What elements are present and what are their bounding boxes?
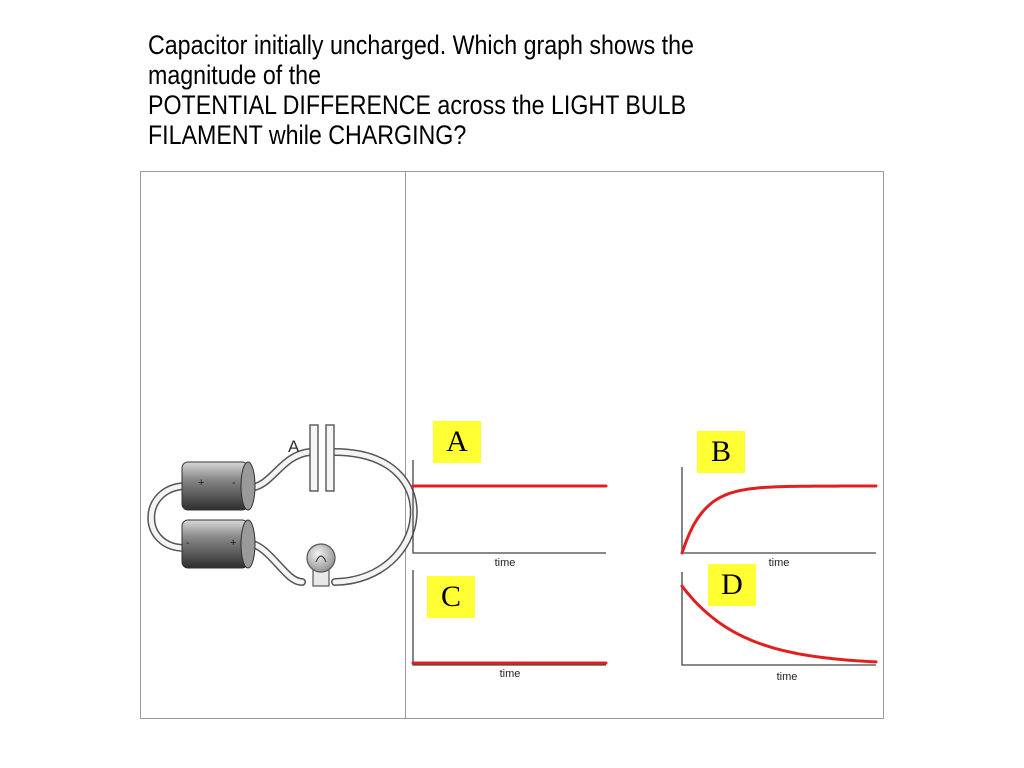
option-tag-b[interactable]: B [697,431,745,473]
graph-b-axes [681,467,876,554]
panel-divider [405,171,406,719]
capacitor-label: A [288,437,300,456]
graph-a-x-label: time [495,557,516,569]
question-text: Capacitor initially uncharged. Which gra… [148,30,767,150]
battery-bottom-plus: + [230,537,236,549]
graphs-group: time time time time [411,460,878,683]
option-tag-d[interactable]: D [708,564,756,606]
battery-bottom: - + [181,519,256,569]
graph-d-curve [680,584,878,664]
battery-top: + - [181,461,256,511]
question-line-2: magnitude of the [148,60,321,90]
graph-b: time [680,467,878,569]
graph-a: time [411,460,608,569]
figure-panel [140,171,884,719]
circuit-diagram: + - - + A [147,424,418,587]
battery-bottom-minus: - [186,537,190,549]
option-tag-c[interactable]: C [427,576,475,618]
graph-d: time [680,572,878,683]
battery-top-minus: - [232,477,236,489]
graph-c-x-label: time [500,668,521,680]
light-bulb [306,543,336,587]
graph-c: time [411,570,608,680]
graph-c-axes [412,570,606,666]
question-line-1: Capacitor initially uncharged. Which gra… [148,30,694,60]
capacitor: A [288,424,335,492]
graph-a-axes [412,460,606,554]
graph-b-x-label: time [769,557,790,569]
graph-d-x-label: time [777,671,798,683]
graph-b-curve [680,484,878,555]
option-tag-a[interactable]: A [433,421,481,463]
graph-d-axes [681,572,876,666]
question-line-3: POTENTIAL DIFFERENCE across the LIGHT BU… [148,90,687,120]
question-line-4: FILAMENT while CHARGING? [148,120,467,150]
battery-top-plus: + [198,477,204,489]
